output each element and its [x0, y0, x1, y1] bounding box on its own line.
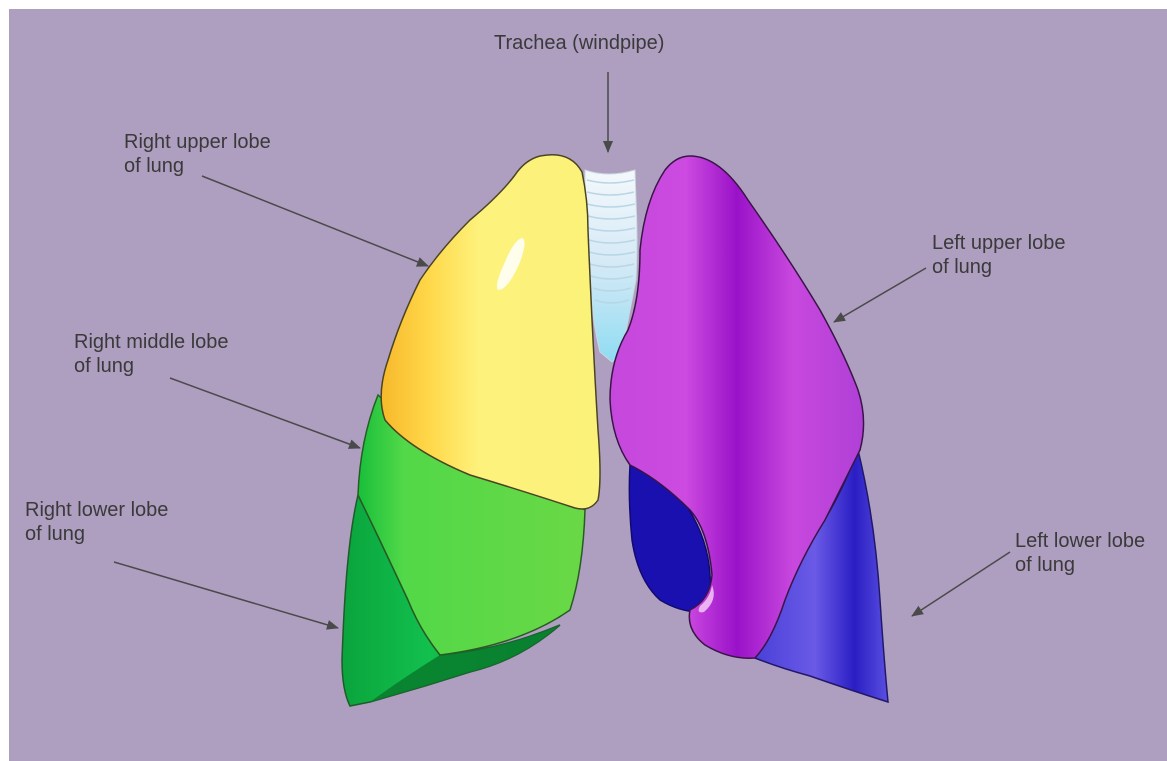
left-upper-lobe-label-line2: of lung	[932, 255, 1065, 279]
left-upper-lobe-label-line1: Left upper lobe	[932, 231, 1065, 255]
right-upper-lobe-label-line1: Right upper lobe	[124, 130, 271, 154]
right-middle-lobe-label-line2: of lung	[74, 354, 229, 378]
right-lower-lobe-label: Right lower lobe of lung	[25, 498, 168, 546]
left-upper-lobe-label: Left upper lobe of lung	[932, 231, 1065, 279]
right-upper-arrow	[202, 176, 428, 266]
trachea-label-text: Trachea (windpipe)	[494, 31, 664, 55]
left-lower-arrow	[912, 552, 1010, 616]
right-upper-lobe-label: Right upper lobe of lung	[124, 130, 271, 178]
right-lower-lobe-label-line2: of lung	[25, 522, 168, 546]
left-upper-arrow	[834, 268, 926, 322]
left-lower-lobe-label: Left lower lobe of lung	[1015, 529, 1167, 577]
right-middle-arrow	[170, 378, 360, 448]
right-middle-lobe-label-line1: Right middle lobe	[74, 330, 229, 354]
right-upper-lobe-label-line2: of lung	[124, 154, 271, 178]
left-lower-lobe-label-line2: of lung	[1015, 553, 1167, 577]
right-middle-lobe-label: Right middle lobe of lung	[74, 330, 229, 378]
right-lower-lobe-label-line1: Right lower lobe	[25, 498, 168, 522]
right-lower-arrow	[114, 562, 338, 628]
left-lower-lobe-label-line1: Left lower lobe	[1015, 529, 1167, 553]
trachea-label: Trachea (windpipe)	[494, 31, 664, 55]
